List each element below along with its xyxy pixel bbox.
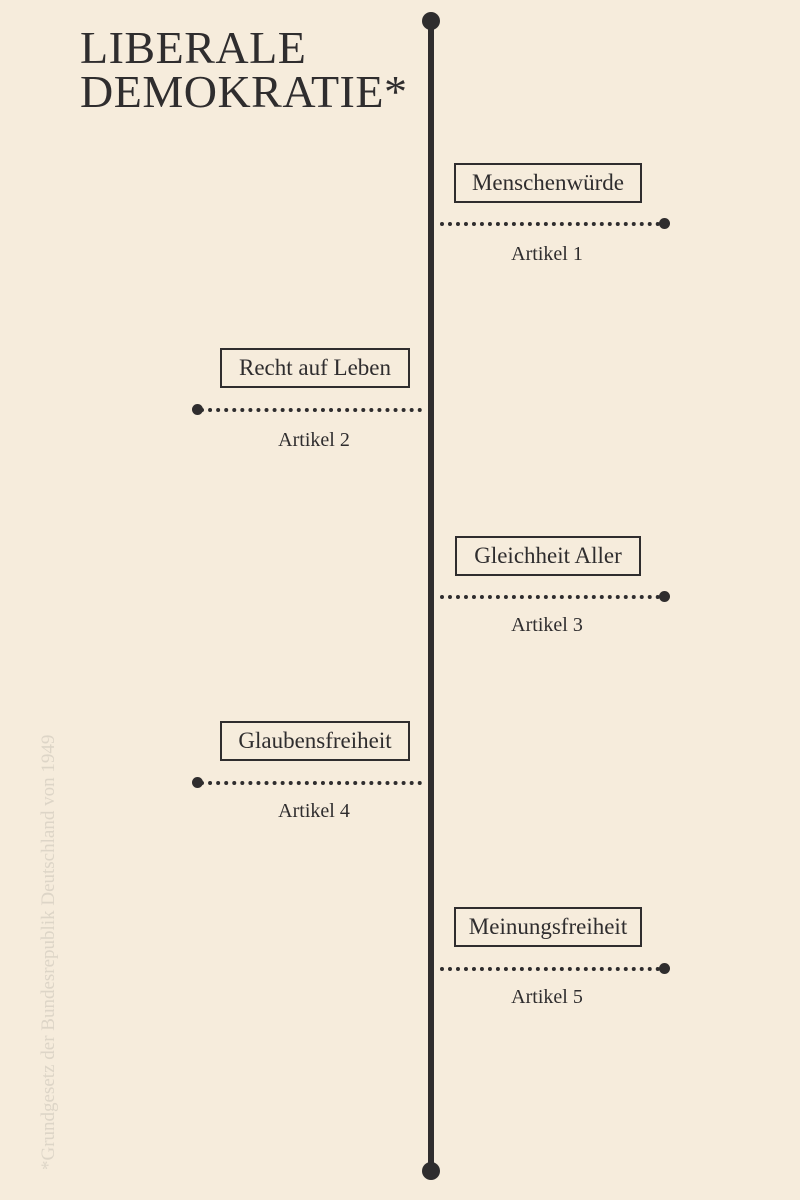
dotted-connector	[200, 781, 422, 785]
article-label: Artikel 1	[511, 243, 583, 265]
entry-box: Menschenwürde	[454, 163, 642, 203]
page-title: LIBERALE DEMOKRATIE*	[80, 22, 408, 117]
connector-end-dot	[659, 591, 670, 602]
timeline-end-dot	[422, 1162, 440, 1180]
connector-end-dot	[192, 404, 203, 415]
article-label: Artikel 4	[278, 800, 350, 822]
footnote-vertical: *Grundgesetz der Bundesrepublik Deutschl…	[38, 734, 59, 1170]
title-line-2: DEMOKRATIE*	[80, 66, 408, 117]
article-label: Artikel 5	[511, 986, 583, 1008]
entry-box: Glaubensfreiheit	[220, 721, 410, 761]
timeline-axis	[428, 20, 434, 1172]
dotted-connector	[440, 595, 660, 599]
article-label: Artikel 3	[511, 614, 583, 636]
connector-end-dot	[659, 218, 670, 229]
article-label: Artikel 2	[278, 429, 350, 451]
timeline-start-dot	[422, 12, 440, 30]
dotted-connector	[440, 222, 660, 226]
entry-box: Meinungsfreiheit	[454, 907, 642, 947]
dotted-connector	[440, 967, 660, 971]
entry-box: Gleichheit Aller	[455, 536, 641, 576]
connector-end-dot	[659, 963, 670, 974]
connector-end-dot	[192, 777, 203, 788]
title-line-1: LIBERALE	[80, 22, 307, 73]
dotted-connector	[200, 408, 422, 412]
entry-box: Recht auf Leben	[220, 348, 410, 388]
